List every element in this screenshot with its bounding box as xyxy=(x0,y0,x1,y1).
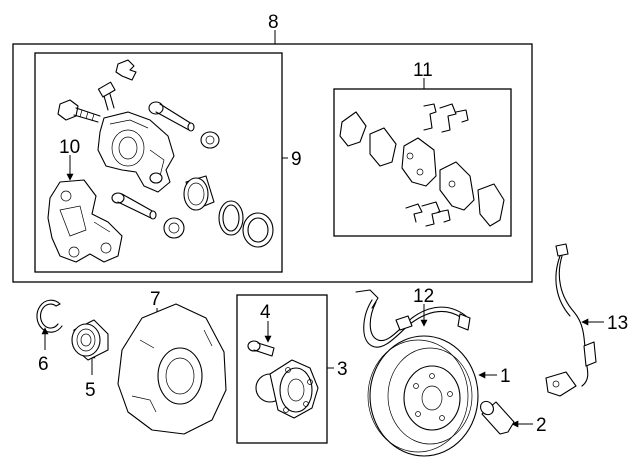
callout-5: 5 xyxy=(85,380,96,401)
brake-hose-drawing xyxy=(355,289,471,348)
callout-7: 7 xyxy=(150,289,161,310)
callout-10: 10 xyxy=(59,137,80,158)
bleeder-screw-drawing xyxy=(97,81,116,111)
hub-box xyxy=(236,294,328,444)
callout-1: 1 xyxy=(500,366,511,387)
callout-9: 9 xyxy=(291,149,302,170)
pin-boot-upper-drawing xyxy=(200,131,220,149)
callout-8: 8 xyxy=(268,12,279,33)
caliper-bracket-drawing xyxy=(47,179,123,263)
brake-pads-drawing xyxy=(339,111,505,227)
guide-pin-upper-drawing xyxy=(148,101,195,132)
piston-drawing xyxy=(183,175,215,211)
callout-4: 4 xyxy=(260,302,271,323)
wheel-stud-drawing xyxy=(247,340,275,357)
piston-seal-drawing xyxy=(218,200,244,236)
brake-rotor-drawing xyxy=(367,335,479,457)
callout-12: 12 xyxy=(413,286,434,307)
caliper-clip-drawing xyxy=(115,59,137,81)
pad-hardware-drawing xyxy=(405,103,469,227)
callout-13: 13 xyxy=(607,313,628,334)
caliper-body-drawing xyxy=(97,111,175,193)
wheel-hub-drawing xyxy=(255,359,319,419)
lug-nut-drawing xyxy=(480,400,515,435)
pin-boot-lower-drawing xyxy=(163,217,185,239)
snap-ring-drawing xyxy=(36,299,63,333)
dust-shield-drawing xyxy=(117,303,227,435)
callout-3: 3 xyxy=(337,359,348,380)
guide-pin-lower-drawing xyxy=(111,192,157,220)
caliper-bolt-upper-drawing xyxy=(57,99,101,123)
callout-2: 2 xyxy=(536,415,547,436)
brake-pad-box xyxy=(333,88,512,237)
callout-6: 6 xyxy=(38,354,49,375)
caliper-kit-box xyxy=(34,52,283,273)
caliper-assembly-box xyxy=(12,43,533,283)
wheel-bearing-drawing xyxy=(71,319,109,361)
abs-sensor-drawing xyxy=(545,243,597,397)
callout-11: 11 xyxy=(413,60,433,81)
dust-boot-drawing xyxy=(242,212,274,248)
